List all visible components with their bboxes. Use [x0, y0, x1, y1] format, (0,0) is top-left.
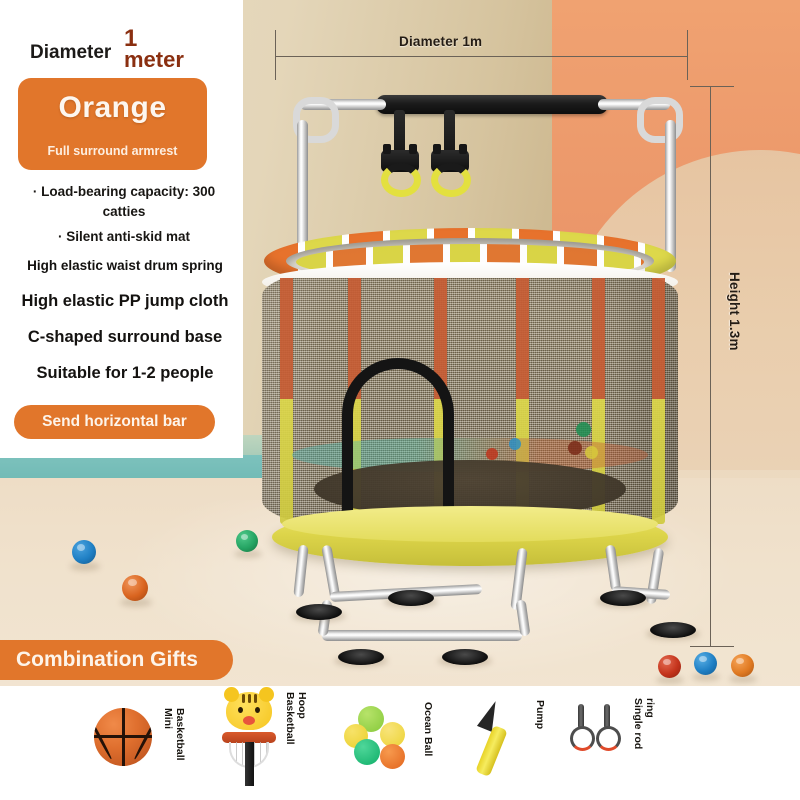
gift-label-single-rod-ring: Single rod — [632, 698, 645, 750]
rubber-foot — [338, 649, 384, 665]
gift-label-basketball-hoop-2: Hoop — [296, 692, 309, 719]
feature-line-1: High elastic PP jump cloth — [21, 292, 229, 310]
combination-gifts-banner: Combination Gifts — [0, 640, 233, 680]
ring-clip-right — [431, 144, 469, 172]
gym-ring-left — [380, 162, 422, 198]
handlebar-top-left — [300, 99, 386, 110]
floor-ball-orange — [122, 575, 148, 601]
handlebar-top-right — [598, 99, 670, 110]
color-variant-name: Orange — [58, 91, 167, 124]
gift-label-mini-basketball-2: Basketball — [174, 708, 187, 761]
spec-bullet-list: · Load-bearing capacity: 300 catties · S… — [10, 184, 238, 249]
rubber-foot — [388, 590, 434, 606]
width-dim-label: Diameter 1m — [399, 34, 483, 49]
feature-line-3: Suitable for 1-2 people — [36, 364, 214, 382]
gifts-strip: Mini Basketball Basketbal — [0, 686, 800, 800]
pump-icon — [470, 698, 530, 780]
leg-front-bar — [322, 630, 522, 641]
rubber-foot — [442, 649, 488, 665]
enclosure-pole — [280, 278, 293, 524]
height-dim-tick-bottom — [690, 646, 734, 647]
handlebar-post-left — [297, 120, 308, 270]
enclosure-ball — [576, 422, 591, 437]
height-dim-tick-top — [690, 86, 734, 87]
door-arch-frame — [342, 358, 454, 514]
free-gift-badge[interactable]: Send horizontal bar — [14, 405, 215, 439]
handlebar-post-right — [665, 120, 676, 272]
info-panel: Diameter 1 meter Orange Full surround ar… — [0, 0, 243, 458]
ring-strap-right — [444, 110, 455, 168]
ball-shadow — [656, 676, 684, 684]
ball-shadow — [692, 673, 720, 681]
floor-ball-orange-2 — [731, 654, 754, 677]
feature-line-2: C-shaped surround base — [27, 328, 223, 346]
height-dim-line — [710, 86, 711, 646]
safety-mesh-enclosure — [262, 278, 678, 540]
ring-clip-left — [381, 144, 419, 172]
enclosure-ball — [568, 441, 582, 455]
spec-bullet-2: · Silent anti-skid mat — [57, 228, 191, 244]
gift-label-pump: Pump — [534, 700, 547, 730]
gym-ring-right — [430, 162, 472, 198]
gym-rings-icon — [566, 704, 636, 774]
handlebar-corner-left — [293, 97, 339, 143]
spec-bullet-0: · Load-bearing capacity: 300 — [32, 184, 216, 199]
enclosure-pole — [652, 278, 665, 524]
ball-shadow — [234, 550, 262, 558]
base-rim-pad-top — [282, 506, 658, 542]
ring-strap-left — [394, 110, 405, 168]
rubber-foot — [650, 622, 696, 638]
floor-ball-blue — [72, 540, 96, 564]
floor-ball-red — [658, 655, 681, 678]
diameter-headline-number: 1 — [124, 25, 138, 52]
basketball-hoop-icon — [222, 687, 276, 786]
leg-post — [293, 544, 309, 598]
enclosure-ball — [509, 438, 521, 450]
width-dim-tick-right — [687, 30, 688, 80]
handlebar-grip — [376, 95, 608, 114]
ball-shadow — [70, 562, 100, 571]
ocean-ball-icon — [344, 706, 414, 769]
gift-label-single-rod-ring-2: ring — [644, 698, 657, 718]
floor-ball-blue-2 — [694, 652, 717, 675]
height-dim-label: Height 1.3m — [727, 272, 742, 351]
diameter-headline-prefix: Diameter — [30, 42, 112, 63]
diameter-headline: Diameter 1 meter — [12, 22, 232, 74]
rubber-foot — [600, 590, 646, 606]
gift-item-pump: Pump — [458, 686, 566, 800]
color-variant-subtitle: Full surround armrest — [47, 144, 178, 158]
combination-gifts-title: Combination Gifts — [16, 648, 198, 671]
gift-item-mini-basketball: Mini Basketball — [88, 686, 198, 800]
diameter-headline-unit: meter — [124, 47, 184, 72]
width-dim-tick-left — [275, 30, 276, 80]
gift-item-single-rod-ring: Single rod ring — [562, 686, 702, 800]
ball-shadow — [120, 598, 152, 607]
basketball-icon — [94, 708, 152, 766]
free-gift-badge-label: Send horizontal bar — [42, 413, 187, 430]
color-variant-badge[interactable]: Orange Full surround armrest — [18, 78, 207, 170]
rubber-foot — [296, 604, 342, 620]
handlebar-corner-right — [637, 97, 683, 143]
feature-line-0: High elastic waist drum spring — [27, 258, 223, 273]
gift-label-mini-basketball: Mini — [162, 708, 175, 729]
floor-ball-green — [236, 530, 258, 552]
enclosure-ball — [585, 446, 598, 459]
gift-item-basketball-hoop: Basketball Hoop — [212, 686, 327, 800]
gift-label-basketball-hoop: Basketball — [284, 692, 297, 745]
ball-shadow — [729, 675, 757, 683]
width-dim-line — [275, 56, 687, 57]
enclosure-ball — [486, 448, 498, 460]
enclosure-pole — [592, 278, 605, 524]
spec-bullet-1: catties — [102, 203, 146, 219]
gift-item-ocean-ball: Ocean Ball — [340, 686, 460, 800]
gift-label-ocean-ball: Ocean Ball — [422, 702, 435, 757]
